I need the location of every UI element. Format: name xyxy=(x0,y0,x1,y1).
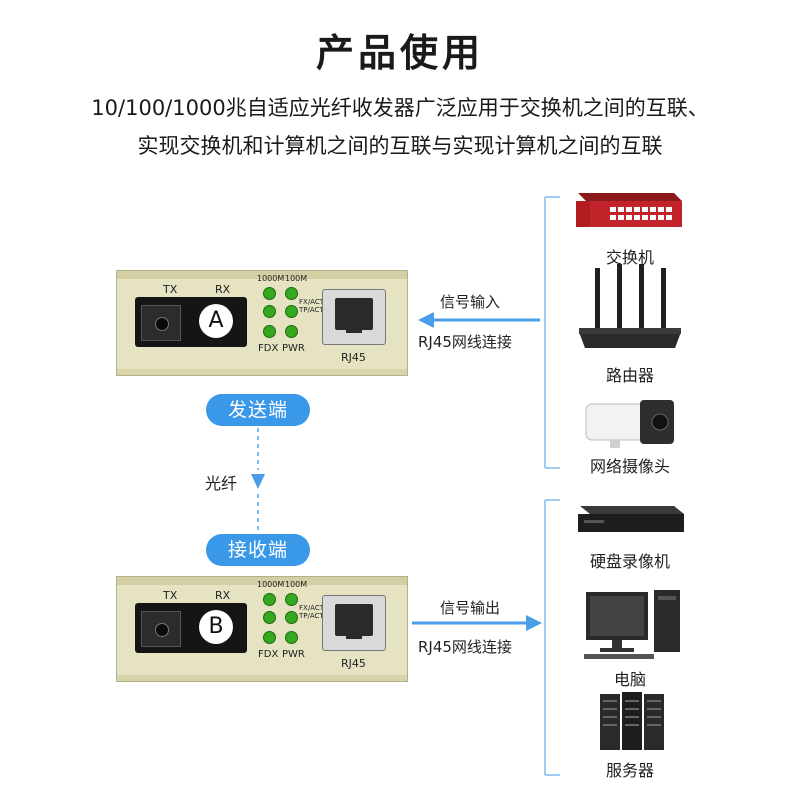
rx-label: RX xyxy=(215,283,231,296)
led-1000m-label: 1000M xyxy=(257,274,285,283)
sc-fiber-port: A xyxy=(135,297,247,347)
led-indicator xyxy=(263,631,276,644)
page-title: 产品使用 xyxy=(315,31,484,75)
device-label-server: 服务器 xyxy=(605,761,654,780)
led-indicator xyxy=(263,287,276,300)
device-label-camera: 网络摄像头 xyxy=(589,457,670,476)
rj45-port xyxy=(322,289,386,345)
led-pwr-label: PWR xyxy=(282,649,305,660)
led-tp-act-label: TP/ACT xyxy=(299,306,324,314)
led-fdx-label: FDX xyxy=(258,649,279,660)
cable-label-input: RJ45网线连接 xyxy=(418,333,512,351)
device-label-dvr: 硬盘录像机 xyxy=(589,552,670,571)
fiber-label: 光纤 xyxy=(205,474,238,493)
receiver-converter: TX RX B 1000M 100M FX/ACT TP/ACT FDX PWR… xyxy=(116,576,408,682)
led-100m-label: 100M xyxy=(285,274,308,283)
led-indicator xyxy=(285,611,298,624)
signal-output-arrow xyxy=(412,615,542,631)
dvr-icon xyxy=(578,506,684,532)
rj45-port xyxy=(322,595,386,651)
led-100m-label: 100M xyxy=(285,580,308,589)
led-tp-act-label: TP/ACT xyxy=(299,612,324,620)
description-line-1: 10/100/1000兆自适应光纤收发器广泛应用于交换机之间的互联、 xyxy=(91,96,709,120)
led-indicator xyxy=(285,287,298,300)
converter-letter-badge: A xyxy=(199,304,233,338)
receiver-label: 接收端 xyxy=(206,534,310,566)
switch-icon xyxy=(576,193,682,227)
led-indicator xyxy=(263,593,276,606)
converter-letter-badge: B xyxy=(199,610,233,644)
sender-converter: TX RX A 1000M 100M FX/ACT TP/ACT FDX PWR… xyxy=(116,270,408,376)
description-line-2: 实现交换机和计算机之间的互联与实现计算机之间的互联 xyxy=(137,134,663,158)
fiber-arrow xyxy=(251,428,265,530)
led-fx-act-label: FX/ACT xyxy=(299,604,325,612)
cable-label-output: RJ45网线连接 xyxy=(418,638,512,656)
computer-icon xyxy=(584,590,680,659)
device-label-router: 路由器 xyxy=(605,366,654,385)
led-indicator xyxy=(263,611,276,624)
signal-output-label: 信号输出 xyxy=(440,599,501,617)
signal-input-label: 信号输入 xyxy=(440,293,501,311)
led-fdx-label: FDX xyxy=(258,343,279,354)
rj45-label: RJ45 xyxy=(341,351,366,364)
led-indicator xyxy=(285,593,298,606)
tx-label: TX xyxy=(163,283,178,296)
router-icon xyxy=(579,264,681,348)
tx-label: TX xyxy=(163,589,178,602)
led-indicator xyxy=(285,325,298,338)
rx-label: RX xyxy=(215,589,231,602)
led-1000m-label: 1000M xyxy=(257,580,285,589)
led-indicator xyxy=(285,305,298,318)
led-indicator xyxy=(263,305,276,318)
device-label-switch: 交换机 xyxy=(605,248,654,267)
signal-input-arrow xyxy=(418,312,540,328)
server-icon xyxy=(600,692,664,750)
led-indicator xyxy=(285,631,298,644)
camera-icon xyxy=(585,400,674,448)
led-indicator xyxy=(263,325,276,338)
led-fx-act-label: FX/ACT xyxy=(299,298,325,306)
sender-label: 发送端 xyxy=(206,394,310,426)
device-label-computer: 电脑 xyxy=(613,670,646,689)
rj45-label: RJ45 xyxy=(341,657,366,670)
sc-fiber-port: B xyxy=(135,603,247,653)
led-pwr-label: PWR xyxy=(282,343,305,354)
